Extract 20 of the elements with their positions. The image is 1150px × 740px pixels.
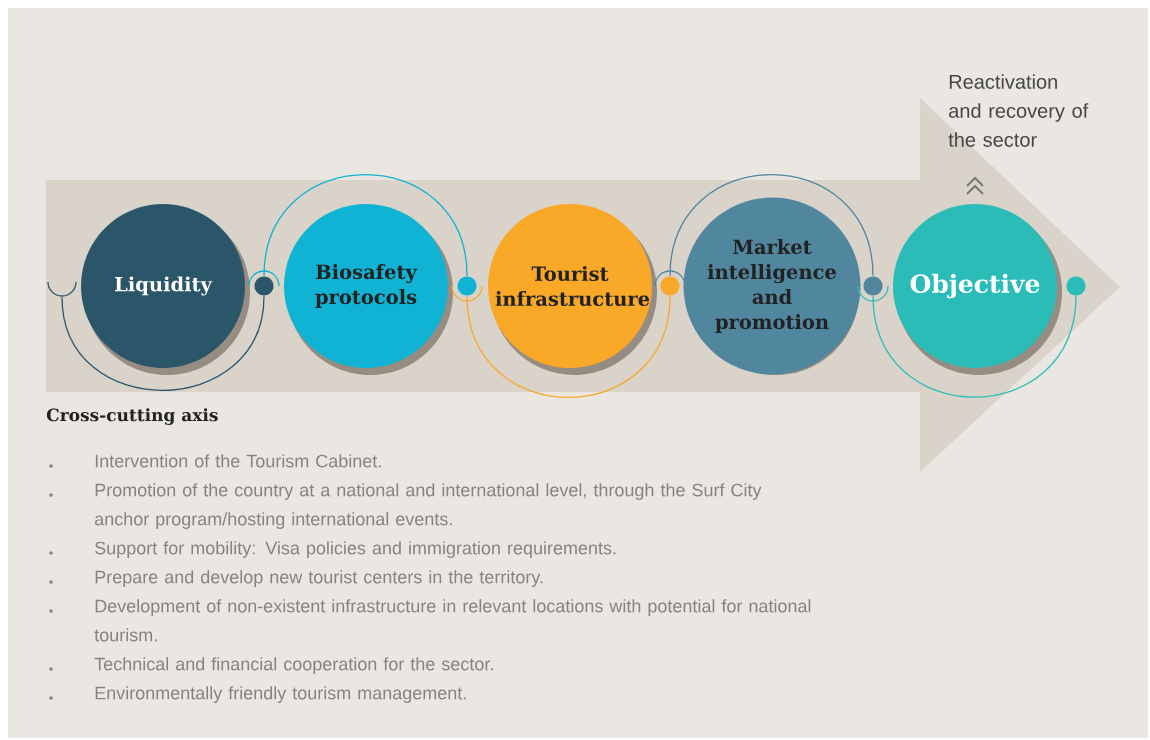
bullet-text: Prepare and develop new tourist centers in the territory. bbox=[95, 570, 543, 587]
connector-dot bbox=[654, 270, 686, 296]
arc-connector bbox=[466, 295, 671, 399]
connector-dot bbox=[1066, 276, 1086, 296]
connector-dot bbox=[248, 270, 280, 296]
arc-connector bbox=[872, 295, 1077, 398]
arc-connector bbox=[61, 295, 265, 392]
connector-dot bbox=[451, 276, 483, 302]
arc-connector bbox=[669, 173, 874, 277]
cup-arc bbox=[47, 281, 77, 297]
bullet-text: Promotion of the country at a national and international level, through the Surf City anchor program/hosting international events. bbox=[94, 483, 762, 529]
bullet-text: Environmentally friendly tourism management. bbox=[95, 686, 466, 703]
heading: Cross-cutting axis bbox=[46, 408, 218, 425]
bullet-text: Intervention of the Tourism Cabinet. bbox=[95, 454, 381, 468]
bullet-text: Technical and financial cooperation for the sector. bbox=[94, 657, 493, 674]
goal-text: Reactivation and recovery of the sector bbox=[948, 74, 1089, 147]
bullet-text: Development of non-existent infrastructure in relevant locations with potential for national tourism. bbox=[94, 599, 811, 642]
bullet-text: Support for mobility: Visa policies and immigration requirements. bbox=[95, 541, 616, 558]
arc-connector bbox=[263, 173, 468, 277]
connector-dot bbox=[857, 276, 889, 302]
